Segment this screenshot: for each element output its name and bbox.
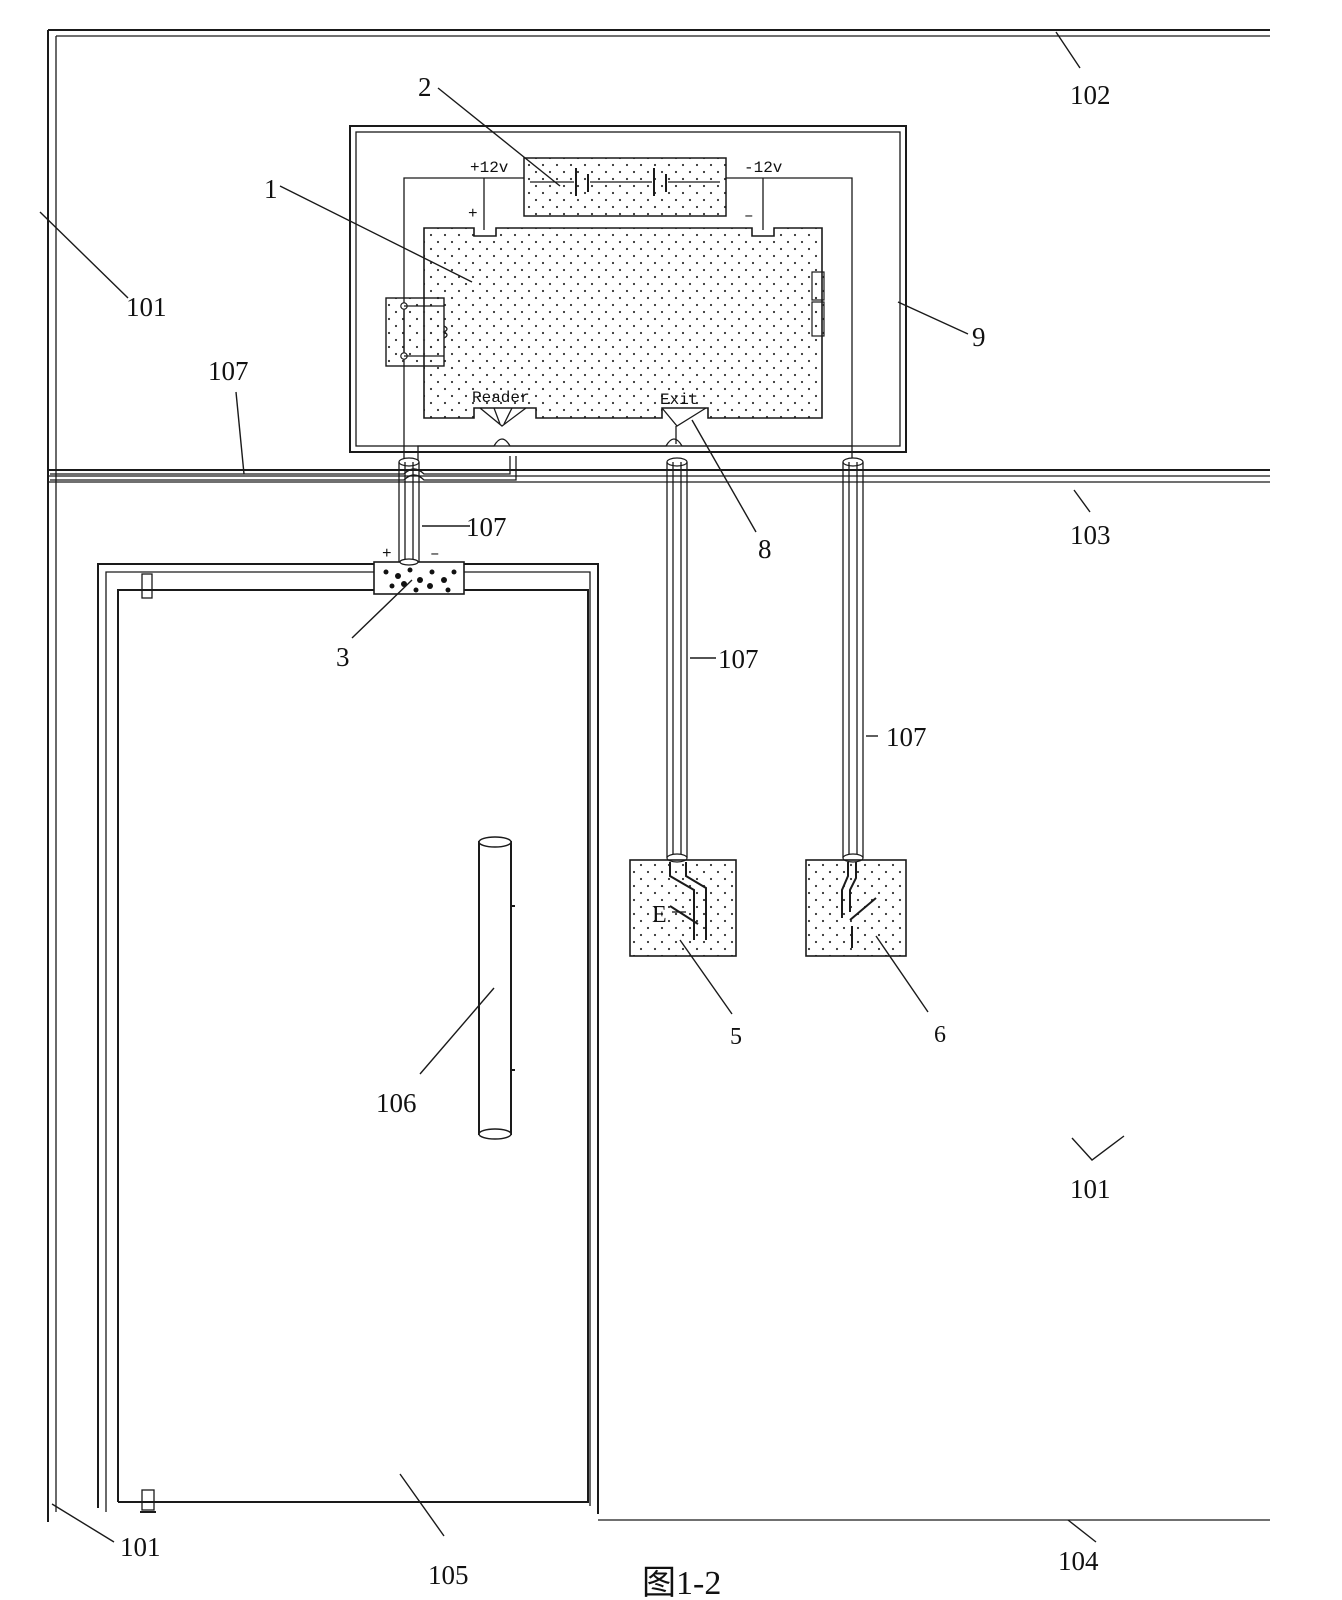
label-switch: 6: [934, 1022, 946, 1048]
terminal-exit: Exit: [660, 391, 698, 409]
terminal-minus-12v: -12v: [744, 159, 783, 177]
label-wall-right: 101: [1070, 1174, 1111, 1204]
label-lock: 3: [336, 642, 350, 672]
label-box: 9: [972, 322, 986, 352]
terminal-plus-12v: +12v: [470, 159, 509, 177]
electric-lock: [373, 558, 465, 595]
exit-button-letter: E: [652, 902, 667, 928]
label-cable-lock: 107: [466, 512, 507, 542]
reader-terminal: [479, 407, 527, 427]
lock-plus: +: [382, 545, 392, 563]
lintel-line: [48, 469, 1270, 483]
label-controller: 1: [264, 174, 278, 204]
label-wall-left: 101: [126, 292, 167, 322]
terminal-minus: –: [744, 207, 754, 225]
label-wall-bottom-left: 101: [120, 1532, 161, 1562]
exit-button: [629, 859, 737, 957]
battery: [523, 157, 727, 217]
cable-lock: [398, 457, 420, 562]
power-wires: [403, 177, 853, 462]
label-lintel: 103: [1070, 520, 1111, 550]
terminal-plus: +: [468, 205, 478, 223]
signal-wire: [417, 438, 852, 462]
hinge-top: [141, 573, 153, 599]
ceiling-line: [48, 29, 1270, 37]
label-handle: 106: [376, 1088, 417, 1118]
label-floor: 104: [1058, 1546, 1099, 1576]
label-connector: 8: [758, 534, 772, 564]
label-cable-switch: 107: [886, 722, 927, 752]
terminal-reader: Reader: [472, 389, 530, 407]
exit-connector: [661, 407, 707, 444]
lock-minus: –: [430, 545, 440, 563]
leader-lines: [39, 31, 1125, 1543]
left-wall-line: [47, 30, 57, 1522]
door-panel: [117, 589, 589, 1503]
relay-module: [385, 297, 448, 367]
label-exit-button: 5: [730, 1024, 742, 1050]
door-frame: [97, 563, 599, 1514]
door-handle: [478, 836, 515, 1140]
hinge-bottom: [140, 1489, 156, 1513]
figure-caption: 图1-2: [642, 1565, 721, 1600]
label-ceiling: 102: [1070, 80, 1111, 110]
label-cable-exit: 107: [718, 644, 759, 674]
label-door: 105: [428, 1560, 469, 1590]
label-cable-left: 107: [208, 356, 249, 386]
cable-left: [50, 456, 517, 481]
door-switch: [805, 859, 907, 957]
cable-switch: [842, 457, 864, 863]
cable-exit: [666, 457, 688, 863]
label-battery: 2: [418, 72, 432, 102]
